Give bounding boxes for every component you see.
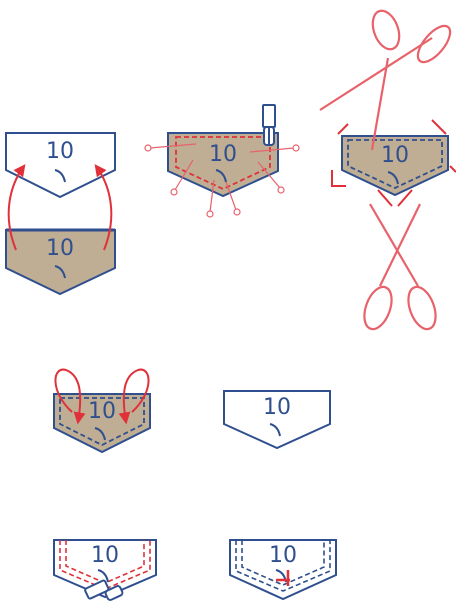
pocket-number-label: 10: [209, 142, 237, 167]
pocket-fabric: 10: [5, 228, 116, 296]
pocket-number-label: 10: [381, 143, 409, 168]
curved-arrow-icon: [7, 164, 26, 251]
pocket-number-label: 10: [88, 399, 116, 424]
presser-foot-icon: [84, 579, 124, 601]
stitch-line: [59, 540, 151, 590]
scissors-icon: [319, 9, 452, 151]
curve-mark-icon: [54, 265, 66, 279]
pocket-number-label: 10: [91, 543, 119, 568]
pocket-number-label: 10: [263, 395, 291, 420]
curve-mark-icon: [269, 423, 281, 437]
curve-mark-icon: [387, 171, 399, 185]
pocket-outline-white: 10: [5, 132, 116, 199]
pin-icon: [144, 143, 300, 218]
pocket-number-label: 10: [46, 236, 74, 261]
presser-foot-icon: [262, 104, 276, 146]
curved-arrow-icon: [118, 368, 150, 425]
stitch-line: [175, 136, 271, 190]
stitch-line: [235, 540, 331, 592]
scissors-icon: [363, 203, 437, 331]
step-2: 10: [144, 104, 300, 218]
step-1: 10 10: [5, 132, 116, 296]
step-4: 10: [53, 368, 151, 454]
stitch-line: [241, 540, 325, 586]
step-6: 10: [53, 539, 157, 601]
curve-mark-icon: [97, 569, 109, 583]
corner-trim-icon: [331, 119, 456, 207]
step-7: 10: [229, 539, 337, 601]
pocket-number-label: 10: [269, 543, 297, 568]
step-3: 10: [319, 9, 456, 331]
pocket-number-label: 10: [46, 139, 74, 164]
curved-arrow-icon: [54, 368, 86, 425]
curve-mark-icon: [54, 169, 66, 183]
curved-arrow-icon: [94, 164, 113, 251]
bartack-icon: [276, 570, 290, 586]
stitch-line: [59, 397, 145, 447]
curve-mark-icon: [94, 427, 106, 441]
stitch-line: [347, 139, 443, 189]
curve-mark-icon: [215, 169, 227, 183]
pocket-outline-icon: [223, 390, 331, 450]
step-5: 10: [223, 390, 331, 450]
